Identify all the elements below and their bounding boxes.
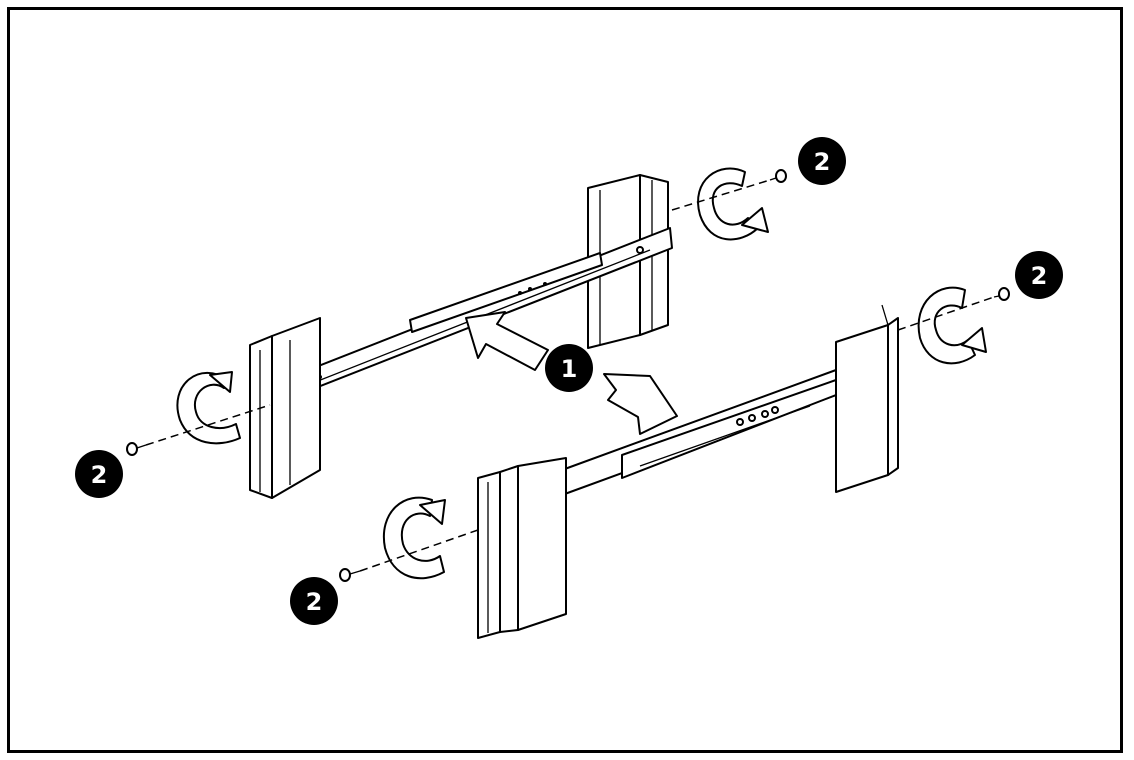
step-2-callout-left: 2 [75, 450, 123, 498]
back-rail-assembly [126, 167, 787, 499]
rack-post-icon [477, 457, 567, 639]
rotate-icon [697, 167, 769, 241]
screw-icon [769, 169, 787, 183]
rotate-icon [176, 371, 241, 445]
step-label: 2 [306, 588, 323, 616]
step-label: 2 [91, 461, 108, 489]
step-2-callout-top-right: 2 [798, 137, 846, 185]
rotate-icon [917, 286, 987, 365]
step-1-callout-center: 1 [545, 344, 593, 392]
rotate-icon [382, 496, 446, 580]
screw-icon [126, 442, 147, 456]
rack-post-icon [835, 304, 899, 493]
step-2-callout-mid-right: 2 [1015, 251, 1063, 299]
screw-icon [993, 287, 1010, 301]
arrow-icon [465, 311, 549, 371]
rack-post-icon [249, 317, 321, 499]
front-rail-assembly [339, 286, 1010, 639]
rail-icon [561, 369, 837, 496]
step-label: 2 [814, 148, 831, 176]
arrow-icon [603, 373, 678, 435]
step-label: 1 [561, 355, 578, 383]
step-2-callout-bottom-left: 2 [290, 577, 338, 625]
step-label: 2 [1031, 262, 1048, 290]
screw-icon [339, 568, 361, 582]
